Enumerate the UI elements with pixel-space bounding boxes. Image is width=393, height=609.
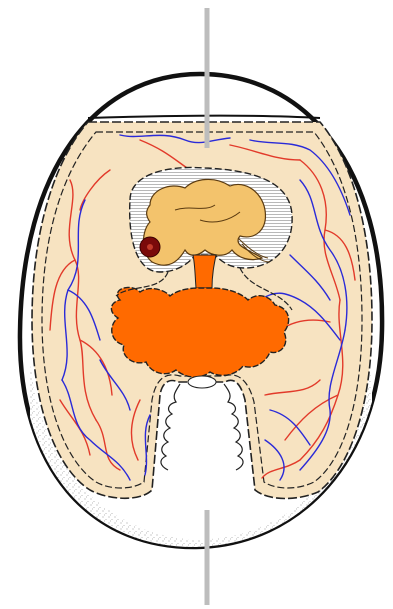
embryo-eye-highlight xyxy=(147,244,153,250)
albumen-sac-opening xyxy=(188,376,216,388)
yolk-stalk xyxy=(193,255,216,288)
